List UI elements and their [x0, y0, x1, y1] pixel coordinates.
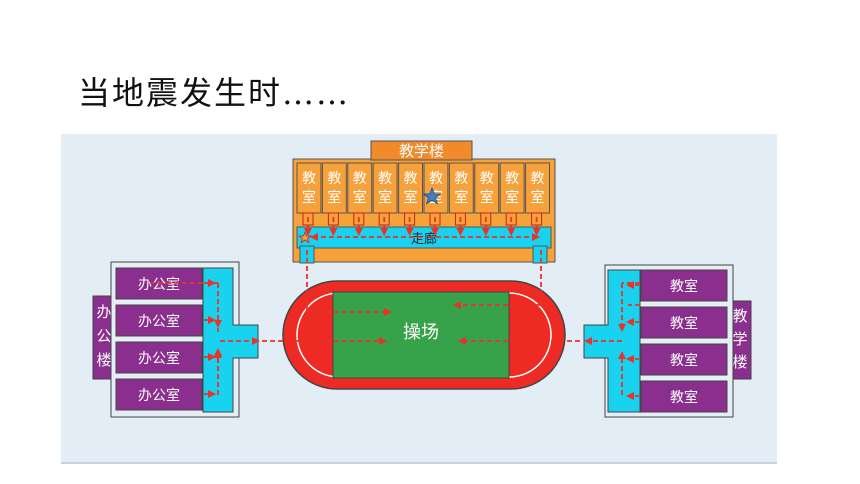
slide-title: 当地震发生时…… [78, 74, 351, 112]
star-icon [422, 186, 442, 205]
east-building-name-2: 学 [732, 330, 747, 348]
arrow-icon [306, 250, 392, 316]
office-room-label: 办公室 [138, 387, 180, 404]
classroom-label-top: 教 [429, 171, 443, 187]
classroom-label-bottom: 室 [505, 189, 519, 206]
east-classroom [640, 306, 728, 339]
classroom-label-bottom: 室 [454, 189, 468, 206]
north-classroom: 教室 [372, 162, 398, 226]
west-building-name-1: 办 [96, 303, 111, 321]
classroom-label-top: 教 [505, 171, 519, 187]
star-icon-corridor [297, 230, 313, 244]
evacuation-routes [150, 217, 640, 395]
playground: 操场 [282, 280, 566, 390]
classroom-label-bottom: 室 [531, 189, 545, 206]
classroom-label-top: 教 [378, 171, 392, 187]
west-building-name-3: 楼 [96, 351, 111, 369]
office-room [115, 341, 203, 374]
classroom-label-top: 教 [327, 171, 341, 187]
north-building: 教学楼 教室教室教室教室教室教室教室教室教室教室 走廊 [292, 140, 556, 264]
classroom-label-bottom: 室 [480, 189, 494, 206]
east-classroom [640, 343, 728, 376]
classroom-label-top: 教 [353, 171, 367, 187]
east-classroom-label: 教室 [670, 315, 698, 332]
east-classroom-label: 教室 [670, 352, 698, 369]
east-classroom-label: 教室 [670, 278, 698, 295]
east-building-name-1: 教 [732, 307, 747, 325]
north-building-name: 教学楼 [399, 142, 444, 160]
corridor-label: 走廊 [411, 231, 437, 247]
west-corridor [202, 267, 259, 413]
classroom-label-top: 教 [480, 171, 494, 187]
east-building-name-3: 楼 [732, 353, 747, 371]
north-classroom: 教室 [474, 162, 500, 226]
east-classroom [640, 269, 728, 302]
classroom-label-bottom: 室 [302, 189, 316, 206]
classroom-label-bottom: 室 [404, 189, 418, 206]
classroom-label-top: 教 [302, 171, 316, 187]
classroom-label-top: 教 [454, 171, 468, 187]
office-room-label: 办公室 [138, 276, 180, 293]
west-building-name-2: 公 [96, 327, 111, 345]
classroom-label-bottom: 室 [378, 189, 392, 206]
east-classroom [640, 380, 728, 413]
east-classroom-label: 教室 [670, 389, 698, 406]
playground-label: 操场 [403, 322, 439, 343]
office-room-label: 办公室 [138, 350, 180, 367]
north-stair-east [532, 245, 548, 264]
office-room [115, 267, 203, 300]
classroom-label-bottom: 室 [327, 189, 341, 206]
classroom-label-bottom: 室 [353, 189, 367, 206]
sports-field [332, 291, 510, 379]
office-room [115, 378, 203, 411]
classroom-label-top: 教 [531, 171, 545, 187]
office-room [115, 304, 203, 337]
office-room-label: 办公室 [138, 313, 180, 330]
classroom-label-top: 教 [404, 171, 418, 187]
north-building-sign [370, 140, 473, 161]
arrow-icon [453, 250, 542, 309]
